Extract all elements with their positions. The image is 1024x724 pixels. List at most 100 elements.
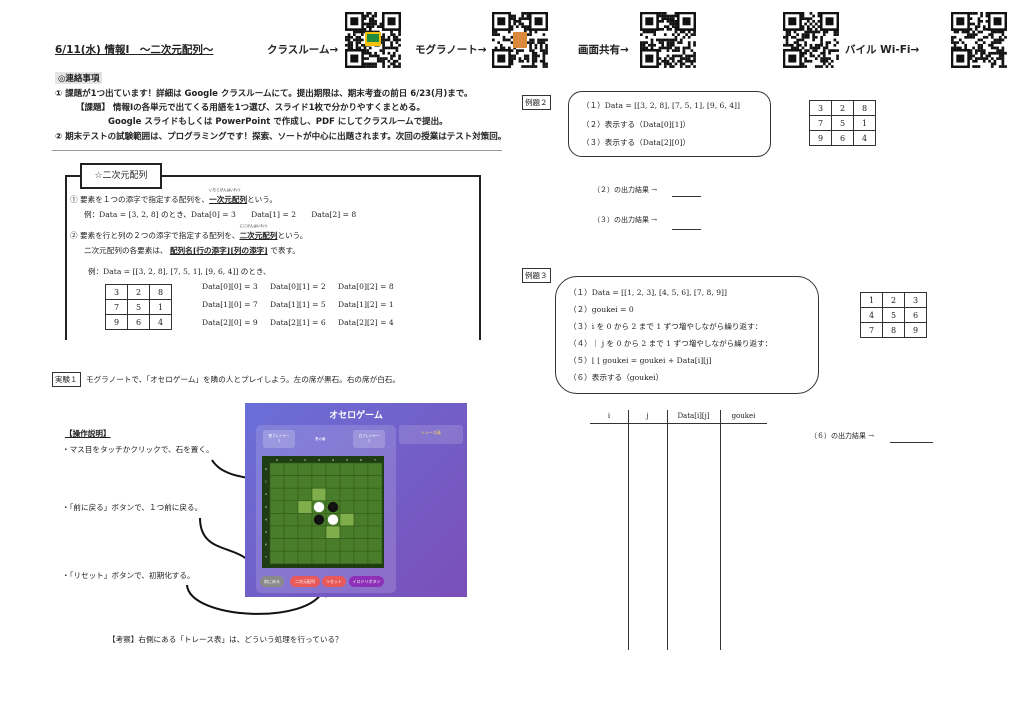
board-cell: [353, 462, 369, 476]
board-cell: [283, 525, 299, 539]
grid-cell: 5: [831, 115, 854, 131]
trace-header-goukei: goukei: [731, 412, 756, 420]
board-row-label: 0: [265, 467, 267, 471]
extra-qr-icon[interactable]: [951, 12, 1007, 68]
code-line: （２）表示する（Data[0][1]）: [582, 120, 691, 129]
trace-header-data: Data[i][j]: [677, 412, 710, 420]
classroom-qr-icon[interactable]: [345, 12, 401, 68]
divider: [52, 150, 502, 151]
grid-cell: 6: [831, 130, 854, 146]
notation: 配列名[行の添字][列の添字]: [169, 246, 268, 255]
output6-label: （６）の出力結果 →: [810, 432, 875, 440]
example-2d: 例：Data = [[3, 2, 8], [7, 5, 1], [9, 6, 4…: [88, 267, 271, 276]
board-cell: [311, 525, 327, 539]
board-col-label: 6: [360, 458, 362, 462]
screen-share-label: 画面共有→: [578, 44, 629, 56]
board-cell: [269, 538, 285, 552]
output6-answer-line[interactable]: [890, 442, 933, 443]
page-title: 6/11(水) 情報Ⅰ ～二次元配列～: [55, 44, 214, 56]
moguranote-qr-icon[interactable]: [492, 12, 548, 68]
grid-cell: 6: [904, 307, 927, 323]
def3: 二次元配列の各要素は、: [84, 246, 168, 255]
board-cell: [353, 513, 369, 527]
trace-table: [590, 423, 767, 424]
access-item: Data[1][1] = 5: [270, 300, 326, 309]
grid-cell: 9: [809, 130, 832, 146]
board-col-label: 7: [374, 458, 376, 462]
grid-cell: 8: [882, 322, 905, 338]
board-cell: [311, 538, 327, 552]
game-title: オセロゲーム: [329, 411, 383, 421]
board-cell: [269, 513, 285, 527]
board-cell: [339, 538, 355, 552]
trace-header-j: j: [646, 412, 649, 420]
output3-label: （３）の出力結果 →: [593, 216, 658, 224]
extra-button[interactable]: イロドリボタン: [349, 576, 384, 587]
grid-cell: 3: [809, 100, 832, 116]
board-col-label: 3: [318, 458, 320, 462]
board-cell: [297, 525, 313, 539]
grid-cell: 5: [882, 307, 905, 323]
board-row-label: 4: [265, 517, 267, 521]
board-cell: [367, 538, 383, 552]
term-2d: 二次元配列にじげんはいれつ: [239, 224, 278, 240]
wifi-label: バイル Wi-Fi→: [845, 44, 920, 56]
board-cell: [269, 500, 285, 514]
board-col-label: 4: [332, 458, 334, 462]
ops-heading: 【操作説明】: [65, 429, 111, 438]
board-row-label: 6: [265, 543, 267, 547]
2d-array-button[interactable]: 二次元配列: [290, 576, 320, 587]
board-cell: [297, 487, 313, 502]
board-cell: [367, 475, 383, 489]
turn-indicator: 黒の番: [315, 437, 326, 441]
example2-box: [568, 91, 771, 157]
grid-cell: 1: [853, 115, 876, 131]
board-cell: [283, 550, 299, 565]
board-cell: [339, 500, 355, 514]
output2-answer-line[interactable]: [672, 196, 701, 197]
undo-button[interactable]: 前に戻る: [260, 576, 284, 587]
board-cell: [325, 538, 341, 552]
board-cell: [311, 487, 327, 502]
grid-cell: 9: [105, 314, 128, 330]
board-cell: [353, 475, 369, 489]
board-cell: [325, 550, 341, 565]
op-item: ・「前に戻る」ボタンで、１つ前に戻る。: [62, 503, 203, 512]
board-cell: [283, 487, 299, 502]
reset-button[interactable]: リセット: [322, 576, 346, 587]
board-row-label: 3: [265, 505, 267, 509]
def2: ② 要素を行と列の２つの添字で指定する配列を、: [70, 231, 240, 240]
moguranote-label: モグラノート→: [415, 44, 487, 56]
grid-cell: 8: [853, 100, 876, 116]
grid-cell: 4: [149, 314, 172, 330]
white-stone-icon: [327, 514, 339, 525]
grid-cell: 4: [853, 130, 876, 146]
wifi-qr-icon[interactable]: [783, 12, 839, 68]
example3-box: [555, 276, 819, 394]
board-cell: [283, 475, 299, 489]
trace-table-panel[interactable]: トレース表: [399, 425, 463, 444]
screen-share-qr-icon[interactable]: [640, 12, 696, 68]
board-cell: [339, 525, 355, 539]
board-cell: [367, 500, 383, 514]
access-item: Data[1][2] = 1: [338, 300, 394, 309]
example3-label: 例題３: [522, 268, 551, 283]
trace-header-i: i: [607, 412, 611, 420]
board-cell: [297, 462, 313, 476]
notice-line: Google スライドもしくは PowerPoint で作成し、PDF にしてク…: [108, 117, 448, 127]
board-cell: [269, 487, 285, 502]
board-cell: [325, 462, 341, 476]
board-cell: [353, 500, 369, 514]
def1: ① 要素を１つの添字で指定する配列を、: [70, 195, 210, 204]
output3-answer-line[interactable]: [672, 229, 701, 230]
access-item: Data[1][0] = 7: [202, 300, 258, 309]
black-stone-icon: [313, 514, 325, 525]
board-cell: [269, 462, 285, 476]
access-item: Data[2][1] = 6: [270, 318, 326, 327]
access-item: Data[0][1] = 2: [270, 282, 326, 291]
